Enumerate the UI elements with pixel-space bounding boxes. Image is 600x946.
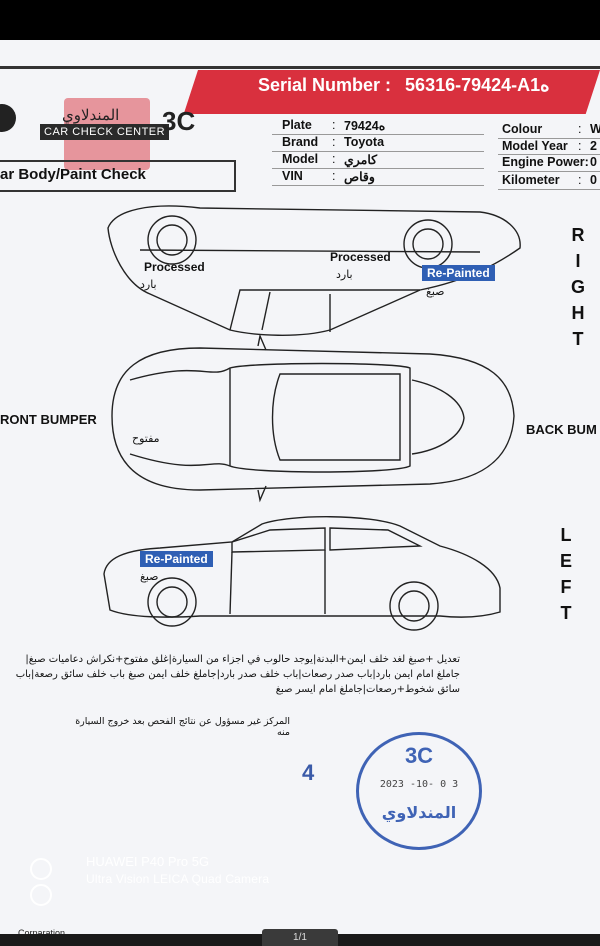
right-door-processed-label: Processed	[330, 250, 391, 264]
kilometer-label: Kilometer	[502, 173, 560, 187]
model-label: Model	[282, 152, 319, 166]
info-divider	[498, 138, 600, 139]
logo-emblem-icon	[0, 104, 16, 132]
engine-value: 0	[590, 155, 597, 169]
serial-value: 56316-79424-A1ه	[405, 75, 550, 95]
engine-label: Engine Power:	[502, 155, 589, 169]
center-code: 3C	[162, 106, 196, 136]
left-front-repainted-badge: Re-Painted	[140, 551, 213, 567]
front-bumper-label: RONT BUMPER	[0, 412, 97, 427]
serial-number: Serial Number : 56316-79424-A1ه	[258, 75, 550, 96]
info-divider	[498, 189, 600, 190]
model-year-label: Model Year	[502, 139, 568, 153]
stamp-name: المندلاوي	[381, 803, 457, 822]
camera-logo-icon	[30, 858, 76, 906]
colour-colon: :	[578, 122, 582, 136]
inspection-notes: تعديل +صبغ لغد خلف ايمن+البدنة|يوجد حالو…	[15, 654, 460, 695]
stamp-code: 3C	[404, 743, 434, 768]
model-year-value: 2	[590, 139, 597, 153]
right-front-processed-label: Processed	[144, 260, 205, 274]
car-diagram	[103, 205, 521, 631]
kilometer-row: Kilometer : 0	[502, 173, 597, 187]
model-year-colon: :	[578, 139, 582, 153]
info-divider	[498, 171, 600, 172]
colour-row: Colour : W	[502, 122, 600, 136]
serial-label: Serial Number :	[258, 75, 392, 95]
model-colon: :	[332, 152, 336, 166]
plate-label: Plate	[282, 118, 312, 132]
right-rear-repainted-ar: صبغ	[426, 285, 445, 298]
center-stamp: 3C 2023 -10- 0 3 المندلاوي	[356, 732, 482, 850]
handwritten-number: 4	[302, 760, 315, 785]
model-value: كامري	[344, 153, 378, 167]
plate-row: Plate : ه79424	[282, 118, 385, 133]
right-rear-repainted-badge: Re-Painted	[422, 265, 495, 281]
left-front-repainted-ar: صبغ	[140, 570, 159, 583]
disclaimer: المركز غير مسؤول عن نتائج الفحص بعد خروج…	[75, 716, 290, 738]
vin-row: VIN : وقاص	[282, 169, 375, 184]
kilometer-value: 0	[590, 173, 597, 187]
colour-label: Colour	[502, 122, 543, 136]
info-divider	[272, 151, 484, 152]
info-divider	[272, 185, 484, 186]
engine-row: Engine Power: 0	[502, 155, 597, 169]
stamp-date: 2023 -10- 0 3	[379, 779, 459, 790]
footer-corporation: Corparation	[18, 928, 66, 938]
brand-row: Brand : Toyota	[282, 135, 384, 149]
brand-value: Toyota	[344, 135, 385, 149]
right-door-processed-ar: بارد	[336, 268, 353, 281]
model-year-row: Model Year : 2	[502, 139, 597, 153]
hood-note-ar: مفتوح	[132, 432, 160, 445]
camera-model: HUAWEI P40 Pro 5G	[86, 854, 210, 869]
right-front-processed-ar: بارد	[140, 278, 157, 291]
back-bumper-label: BACK BUM	[526, 422, 597, 437]
brand-label: Brand	[282, 135, 319, 149]
left-side-view-icon	[103, 516, 501, 631]
model-row: Model : كامري	[282, 152, 377, 167]
inspection-report-page: Serial Number : 56316-79424-A1ه المندلاوي…	[0, 40, 600, 946]
brand-colon: :	[332, 135, 336, 149]
vin-label: VIN	[282, 169, 303, 183]
camera-subtitle: Ultra Vision LEICA Quad Camera	[86, 872, 270, 886]
kilometer-colon: :	[578, 173, 582, 187]
colour-value: W	[590, 122, 600, 136]
section-title: ar Body/Paint Check	[0, 166, 146, 183]
header-rule	[0, 66, 600, 69]
top-view-icon	[111, 333, 515, 503]
plate-value: ه79424	[344, 119, 386, 133]
logo-english-name: CAR CHECK CENTER	[40, 124, 170, 140]
plate-colon: :	[332, 118, 336, 132]
logo-arabic-name: المندلاوي	[62, 106, 120, 124]
section-title-box	[0, 160, 236, 192]
info-divider	[498, 154, 600, 155]
info-divider	[272, 134, 484, 135]
vin-value: وقاص	[344, 170, 375, 184]
vin-colon: :	[332, 169, 336, 183]
page-indicator[interactable]: 1/1	[262, 929, 338, 946]
info-divider	[272, 168, 484, 169]
